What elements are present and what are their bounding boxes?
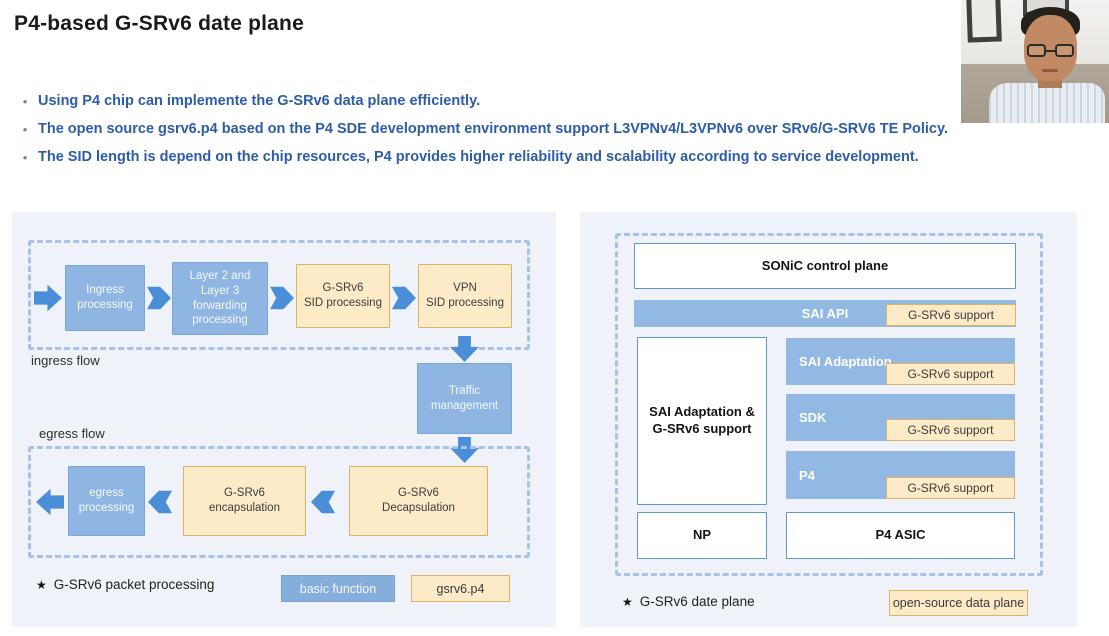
node-gsrv6-sid-processing: G-SRv6 SID processing xyxy=(296,264,390,328)
bullet-text: The SID length is depend on the chip res… xyxy=(38,149,919,165)
bullet-icon: • xyxy=(22,122,28,137)
box-p4-asic: P4 ASIC xyxy=(786,512,1015,559)
badge-gsrv6-support: G-SRv6 support xyxy=(886,419,1015,441)
glasses-left-lens xyxy=(1027,44,1046,57)
glasses-right-lens xyxy=(1055,44,1074,57)
flow-arrow-right-icon xyxy=(270,286,294,310)
star-icon: ★ xyxy=(36,577,47,592)
egress-flow-group xyxy=(28,446,530,558)
bullet-list: • Using P4 chip can implemente the G-SRv… xyxy=(12,92,957,176)
left-diagram-caption: ★ G-SRv6 packet processing xyxy=(36,577,214,592)
webcam-video xyxy=(961,0,1109,123)
bullet-text: Using P4 chip can implemente the G-SRv6 … xyxy=(38,93,481,109)
right-diagram-caption: ★ G-SRv6 date plane xyxy=(622,594,755,609)
node-egress-processing: egress processing xyxy=(68,466,145,536)
bullet-item: • The open source gsrv6.p4 based on the … xyxy=(12,120,957,148)
node-gsrv6-encapsulation: G-SRv6 encapsulation xyxy=(183,466,306,536)
node-l2-l3-forwarding: Layer 2 and Layer 3 forwarding processin… xyxy=(172,262,268,335)
star-icon: ★ xyxy=(622,594,633,609)
bullet-icon: • xyxy=(22,150,28,165)
flow-arrow-right-icon xyxy=(147,286,171,310)
presenter-shirt xyxy=(989,83,1105,123)
bar-label: SAI API xyxy=(801,306,849,321)
box-sonic-control-plane: SONiC control plane xyxy=(634,243,1016,289)
legend-open-source-data-plane: open-source data plane xyxy=(889,590,1028,616)
caption-text: G-SRv6 packet processing xyxy=(53,577,215,592)
glasses-bridge xyxy=(1046,50,1055,52)
bar-label: SAI Adaptation xyxy=(799,354,892,369)
presenter-mouth xyxy=(1042,69,1058,72)
picture-frame xyxy=(966,0,1002,43)
ingress-flow-label: ingress flow xyxy=(31,353,100,368)
box-sai-adaptation-gsrv6-support: SAI Adaptation & G-SRv6 support xyxy=(637,337,767,505)
node-ingress-processing: Ingress processing xyxy=(65,265,145,331)
flow-arrow-right-icon xyxy=(392,286,416,310)
badge-gsrv6-support: G-SRv6 support xyxy=(886,304,1016,326)
bullet-icon: • xyxy=(22,94,28,109)
node-gsrv6-decapsulation: G-SRv6 Decapsulation xyxy=(349,466,488,536)
bar-label: P4 xyxy=(799,467,815,483)
legend-basic-function: basic function xyxy=(281,575,395,602)
flow-arrow-left-icon xyxy=(148,490,172,514)
bar-label: SDK xyxy=(799,410,827,425)
box-np: NP xyxy=(637,512,767,559)
page-title: P4-based G-SRv6 date plane xyxy=(14,12,304,35)
badge-gsrv6-support: G-SRv6 support xyxy=(886,363,1015,385)
bullet-text: The open source gsrv6.p4 based on the P4… xyxy=(38,121,949,137)
badge-gsrv6-support: G-SRv6 support xyxy=(886,477,1015,499)
bullet-item: • The SID length is depend on the chip r… xyxy=(12,148,957,176)
node-vpn-sid-processing: VPN SID processing xyxy=(418,264,512,328)
legend-gsrv6-p4: gsrv6.p4 xyxy=(411,575,510,602)
bullet-item: • Using P4 chip can implemente the G-SRv… xyxy=(12,92,957,120)
node-traffic-management: Traffic management xyxy=(417,363,512,434)
egress-flow-label: egress flow xyxy=(39,426,105,441)
caption-text: G-SRv6 date plane xyxy=(639,594,755,609)
flow-arrow-left-icon xyxy=(311,490,335,514)
ingress-flow-group xyxy=(28,240,530,350)
gsrv6-data-plane-group xyxy=(615,233,1043,576)
